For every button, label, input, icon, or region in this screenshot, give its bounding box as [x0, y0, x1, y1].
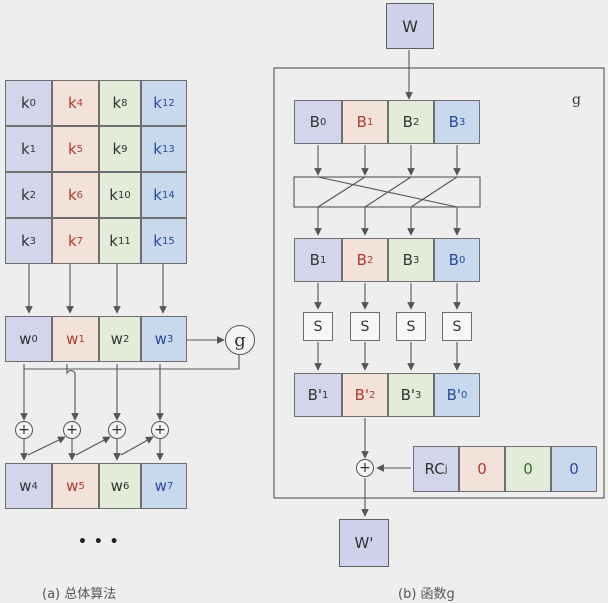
- xor-circle-rc: +: [356, 459, 374, 477]
- caption-function-g: (b) 函数g: [398, 587, 455, 602]
- xor-circle-3: +: [108, 421, 126, 439]
- xor-circle-1: +: [15, 421, 33, 439]
- function-g-label: g: [572, 92, 581, 108]
- sbox-2: S: [350, 312, 380, 341]
- sbox-4: S: [442, 312, 472, 341]
- input-word-w: W: [386, 3, 434, 49]
- byte-cell-b0-prime: B'0: [434, 373, 480, 417]
- function-g-frame: [273, 67, 605, 499]
- round-constant-zero-3: 0: [551, 446, 597, 492]
- ellipsis: • • •: [78, 534, 120, 550]
- xor-circle-2: +: [63, 421, 81, 439]
- byte-cell-b3-prime: B'3: [388, 373, 434, 417]
- caption-overall-algorithm: (a) 总体算法: [42, 587, 117, 602]
- sbox-1: S: [303, 312, 333, 341]
- g-function-circle: g: [225, 325, 255, 355]
- round-constant-zero-1: 0: [459, 446, 505, 492]
- round-constant-zero-2: 0: [505, 446, 551, 492]
- byte-cell-b2-prime: B'2: [342, 373, 388, 417]
- permutation-box: [293, 176, 481, 208]
- sbox-3: S: [396, 312, 426, 341]
- output-word-w-prime: W': [339, 519, 389, 567]
- byte-cell-b1-prime: B'1: [294, 373, 342, 417]
- xor-circle-4: +: [151, 421, 169, 439]
